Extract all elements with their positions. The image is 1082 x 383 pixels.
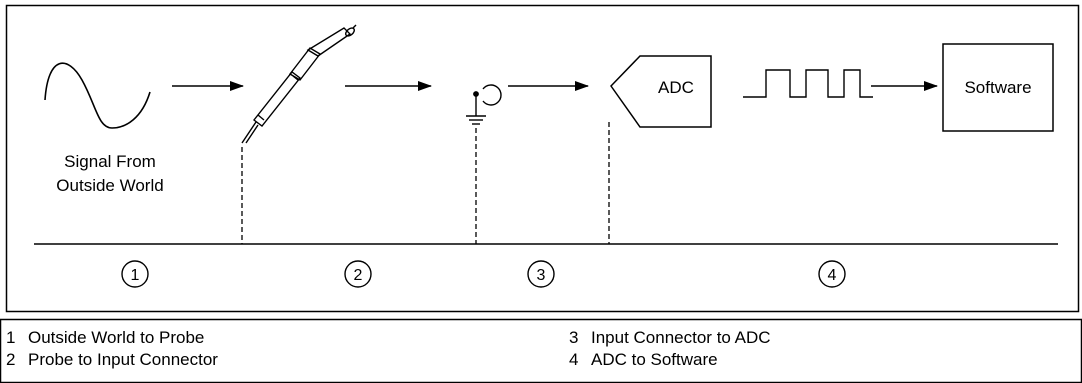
legend-item-2: 2 Probe to Input Connector [6,350,218,370]
stage-marker-1-label: 1 [131,267,140,284]
stage-marker-1: 1 [121,260,149,288]
input-connector-icon [466,84,502,125]
signal-label-line2: Outside World [56,176,163,195]
legend-item-number: 3 [569,328,579,347]
stage-marker-3: 3 [527,260,555,288]
probe-icon [241,24,357,144]
stage-marker-4-label: 4 [828,267,837,284]
legend-item-number: 1 [6,328,16,347]
legend-item-text: Input Connector to ADC [591,328,771,347]
stage-marker-2-label: 2 [354,267,363,284]
legend-item-1: 1 Outside World to Probe [6,328,204,348]
stage-marker-2: 2 [344,260,372,288]
legend-item-text: Probe to Input Connector [28,350,218,369]
adc-block [610,55,712,128]
signal-label-line1: Signal From [64,152,156,171]
adc-label: ADC [658,78,694,97]
stage-marker-4: 4 [818,260,846,288]
legend-item-3: 3 Input Connector to ADC [569,328,771,348]
sine-wave-icon [44,62,151,129]
legend-item-4: 4 ADC to Software [569,350,718,370]
legend-item-number: 4 [569,350,579,369]
software-label: Software [964,78,1031,97]
diagram-frame [5,4,1080,313]
software-block [942,43,1054,132]
digital-signal-icon [743,69,873,98]
legend-item-text: Outside World to Probe [28,328,205,347]
legend-item-text: ADC to Software [591,350,718,369]
legend-item-number: 2 [6,350,16,369]
stage-marker-3-label: 3 [537,267,546,284]
